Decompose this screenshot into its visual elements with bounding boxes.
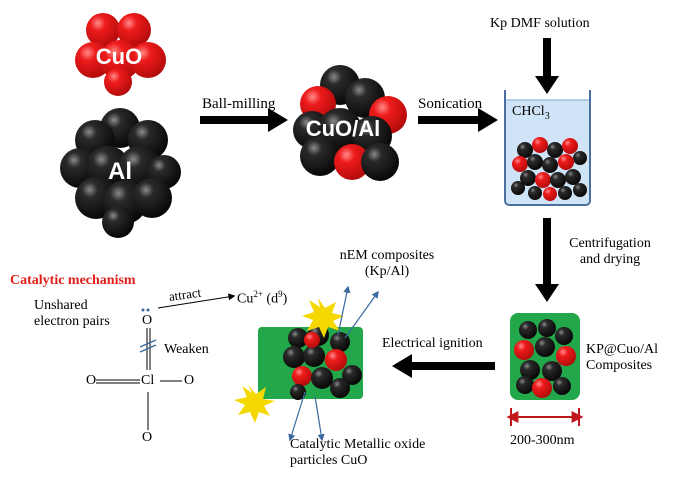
oxygen-top: O bbox=[142, 313, 153, 328]
arrow-sonication bbox=[418, 108, 498, 132]
size-arrow bbox=[506, 408, 584, 426]
oxygen-left: O bbox=[86, 373, 97, 388]
nem-composite-box bbox=[258, 324, 363, 400]
unshared-label: Unshared electron pairs bbox=[34, 298, 110, 330]
chlorine-atom: Cl bbox=[141, 373, 155, 388]
oxygen-right: O bbox=[184, 373, 195, 388]
chcl3-label: CHCl3 bbox=[512, 104, 550, 122]
al-cluster bbox=[60, 108, 181, 238]
cuo-al-cluster bbox=[293, 65, 407, 181]
kp-composite-label: KP@Cuo/Al Composites bbox=[586, 342, 659, 374]
size-label: 200-300nm bbox=[510, 433, 575, 448]
nem-arrows bbox=[337, 285, 379, 339]
beaker-particles bbox=[511, 137, 587, 201]
mechanism-structure bbox=[96, 293, 236, 430]
ball-milling-label: Ball-milling bbox=[202, 96, 276, 112]
arrow-ball-milling bbox=[200, 108, 288, 132]
al-label: Al bbox=[108, 158, 132, 185]
catalytic-oxide-label: Catalytic Metallic oxide particles CuO bbox=[290, 437, 426, 469]
cuo-label: CuO bbox=[95, 44, 143, 69]
spark-top bbox=[302, 298, 344, 338]
weaken-label: Weaken bbox=[164, 342, 209, 357]
spark-bottom bbox=[234, 385, 275, 423]
oxide-arrows bbox=[288, 391, 325, 442]
sonication-label: Sonication bbox=[418, 96, 483, 112]
catalytic-mechanism-title: Catalytic mechanism bbox=[10, 273, 136, 288]
cuo-cluster bbox=[75, 13, 166, 96]
nem-label: nEM composites (Kp/Al) bbox=[339, 248, 435, 280]
arrow-electrical-ignition bbox=[392, 354, 495, 378]
arrow-centrifugation bbox=[535, 218, 559, 302]
cuo-al-label: CuO/Al bbox=[305, 116, 381, 141]
cu-ion-label: Cu2+ (d9) bbox=[237, 289, 288, 307]
oxygen-bottom: O bbox=[142, 430, 153, 445]
electrical-ignition-label: Electrical ignition bbox=[382, 336, 483, 351]
arrow-kp-dmf bbox=[535, 38, 559, 94]
kp-composite-box bbox=[510, 313, 580, 400]
kp-dmf-label: Kp DMF solution bbox=[490, 16, 590, 31]
centrifugation-label: Centrifugation and drying bbox=[569, 236, 651, 268]
